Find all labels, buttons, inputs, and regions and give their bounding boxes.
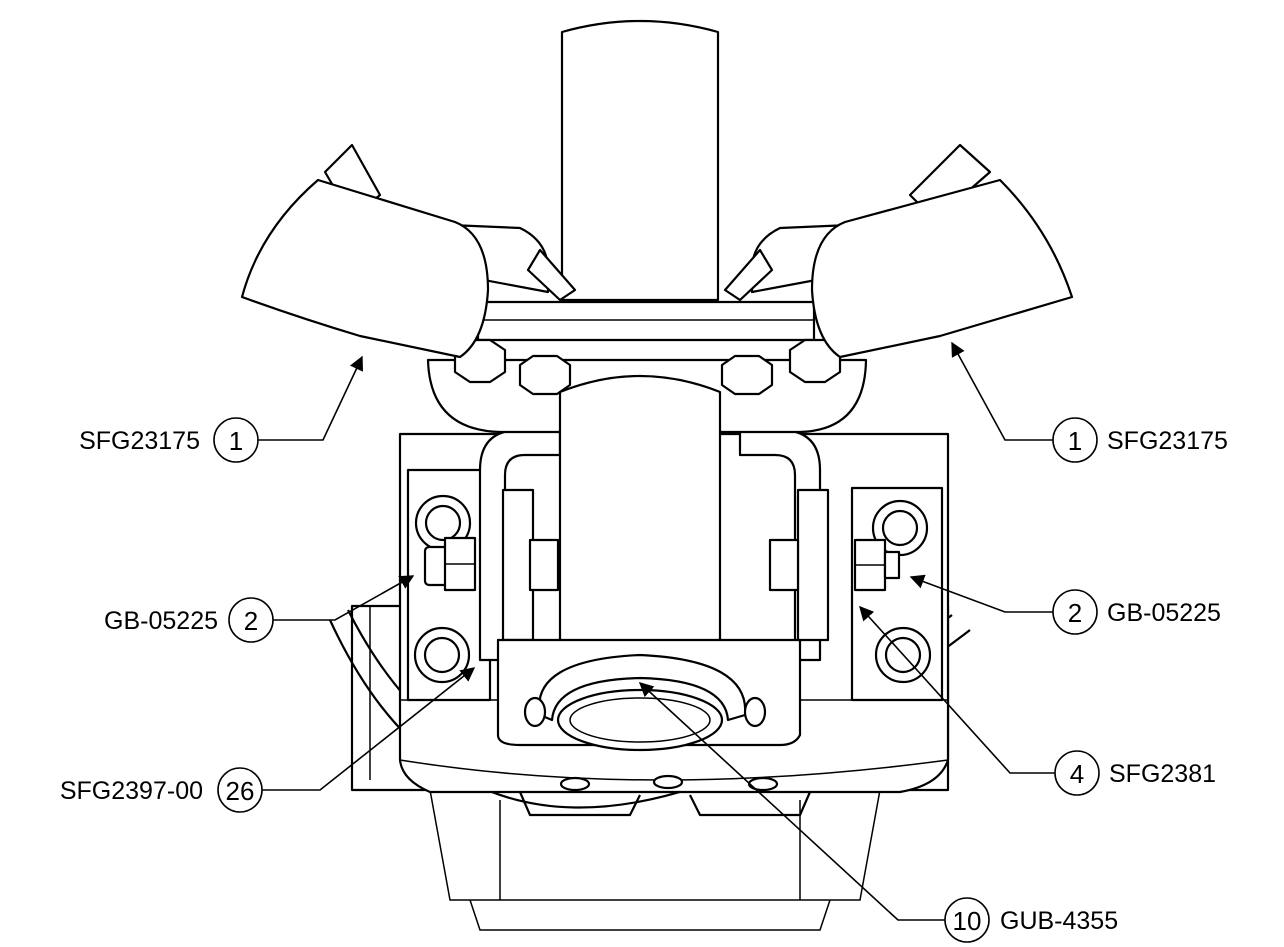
item-number: 10 (953, 906, 982, 936)
balloon (228, 597, 274, 643)
item-number: 1 (1068, 426, 1082, 456)
part-number: SFG23175 (1107, 427, 1228, 455)
callout-gub-4355: 10 GUB-4355 (638, 682, 1118, 943)
part-number: GUB-4355 (1000, 907, 1118, 935)
item-number: 4 (1070, 759, 1084, 789)
item-number: 1 (229, 426, 243, 456)
item-number: 26 (226, 776, 255, 806)
balloon (1052, 417, 1098, 463)
balloon (1054, 750, 1100, 796)
item-number: 2 (1068, 598, 1082, 628)
item-number: 2 (244, 606, 258, 636)
callout-sfg2381: 4 SFG2381 (859, 605, 1216, 796)
balloon (944, 897, 990, 943)
callout-sfg23175-right: 1 SFG23175 (951, 341, 1228, 463)
balloon (217, 767, 263, 813)
part-number: SFG2381 (1109, 760, 1216, 788)
callout-sfg2397-00: 26 SFG2397-00 (60, 667, 476, 813)
part-number: SFG23175 (79, 427, 200, 455)
part-number: GB-05225 (1107, 599, 1221, 627)
balloon (213, 417, 259, 463)
part-number: SFG2397-00 (60, 777, 203, 805)
mechanism-artwork (240, 19, 1074, 931)
part-number: GB-05225 (104, 607, 218, 635)
balloon (1052, 589, 1098, 635)
callout-sfg23175-left: 1 SFG23175 (79, 355, 364, 463)
callout-gb05225-right: 2 GB-05225 (909, 574, 1221, 635)
callout-gb05225-left: 2 GB-05225 (104, 575, 415, 643)
